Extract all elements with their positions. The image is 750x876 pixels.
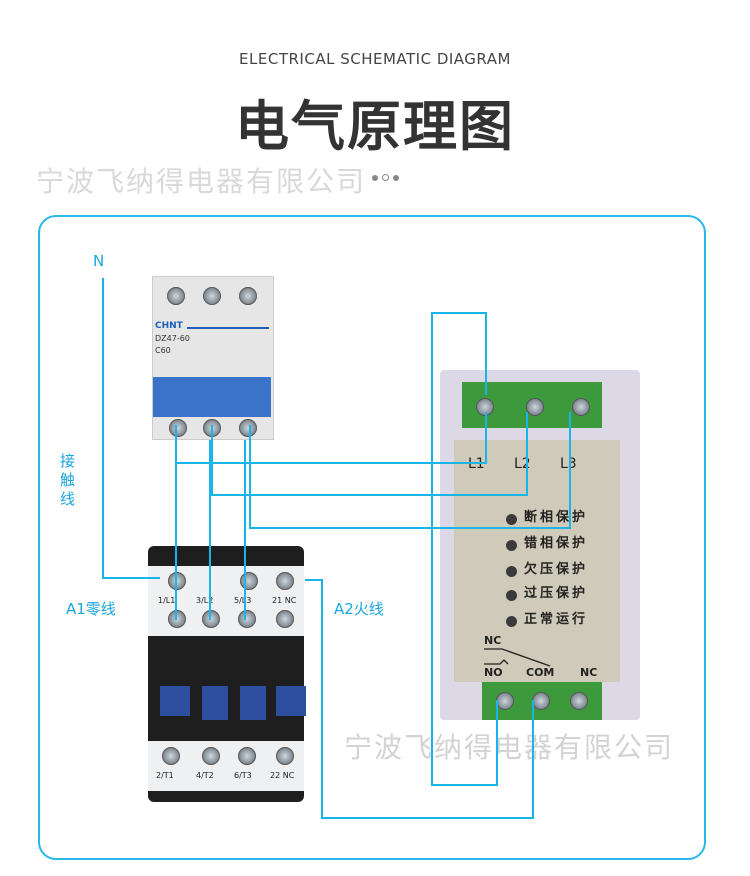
page-title: 电气原理图 <box>235 95 515 158</box>
diagram-frame <box>38 215 706 860</box>
terminal-label: 6/T3 <box>234 771 252 780</box>
contact-wire-label: 接 触 线 <box>60 452 76 508</box>
carousel-dots <box>372 166 403 185</box>
phase-protection-relay: L1 L2 L3 断相保护 错相保护 欠压保护 过压保护 正常运行 NC NO … <box>440 370 640 720</box>
terminal-label: 2/T1 <box>156 771 174 780</box>
a1-label: A1零线 <box>66 600 116 618</box>
indicator-label: 错相保护 <box>524 536 589 551</box>
indicator-label: 欠压保护 <box>524 562 589 577</box>
indicator-label: 正常运行 <box>524 612 589 627</box>
circuit-breaker: CHNT DZ47-60 C60 <box>152 276 274 440</box>
wire-l3 <box>249 412 571 529</box>
terminal-label: 22 NC <box>270 771 295 780</box>
ac-contactor: 1/L1 3/L2 5/L3 21 NC 2/T1 4/T2 6/T3 22 N… <box>148 546 306 802</box>
terminal-label: 21 NC <box>272 596 297 605</box>
watermark: 宁波飞纳得电器有限公司 <box>36 165 367 198</box>
breaker-model: DZ47-60 <box>155 334 190 343</box>
indicator-label: 过压保护 <box>524 586 589 601</box>
neutral-wire <box>102 278 160 579</box>
watermark-2: 宁波飞纳得电器有限公司 <box>344 731 675 764</box>
input-label-l3: L3 <box>560 456 577 472</box>
control-loop-wire <box>431 312 498 786</box>
terminal-label: 1/L1 <box>158 596 176 605</box>
com-label: COM <box>526 666 555 679</box>
breaker-brand: CHNT <box>155 321 183 331</box>
a2-wire <box>305 579 534 819</box>
nc-label: NC <box>484 634 502 647</box>
a2-label: A2火线 <box>334 600 384 618</box>
neutral-label: N <box>93 252 105 270</box>
subtitle: ELECTRICAL SCHEMATIC DIAGRAM <box>239 50 511 68</box>
terminal-label: 4/T2 <box>196 771 214 780</box>
no-label: NO <box>484 666 503 679</box>
nc2-label: NC <box>580 666 598 679</box>
breaker-handle <box>153 377 271 417</box>
wire-l2 <box>211 412 528 496</box>
terminal-label: 5/L3 <box>234 596 252 605</box>
terminal-label: 3/L2 <box>196 596 214 605</box>
breaker-rating: C60 <box>155 346 171 355</box>
wire-l1 <box>175 412 487 464</box>
